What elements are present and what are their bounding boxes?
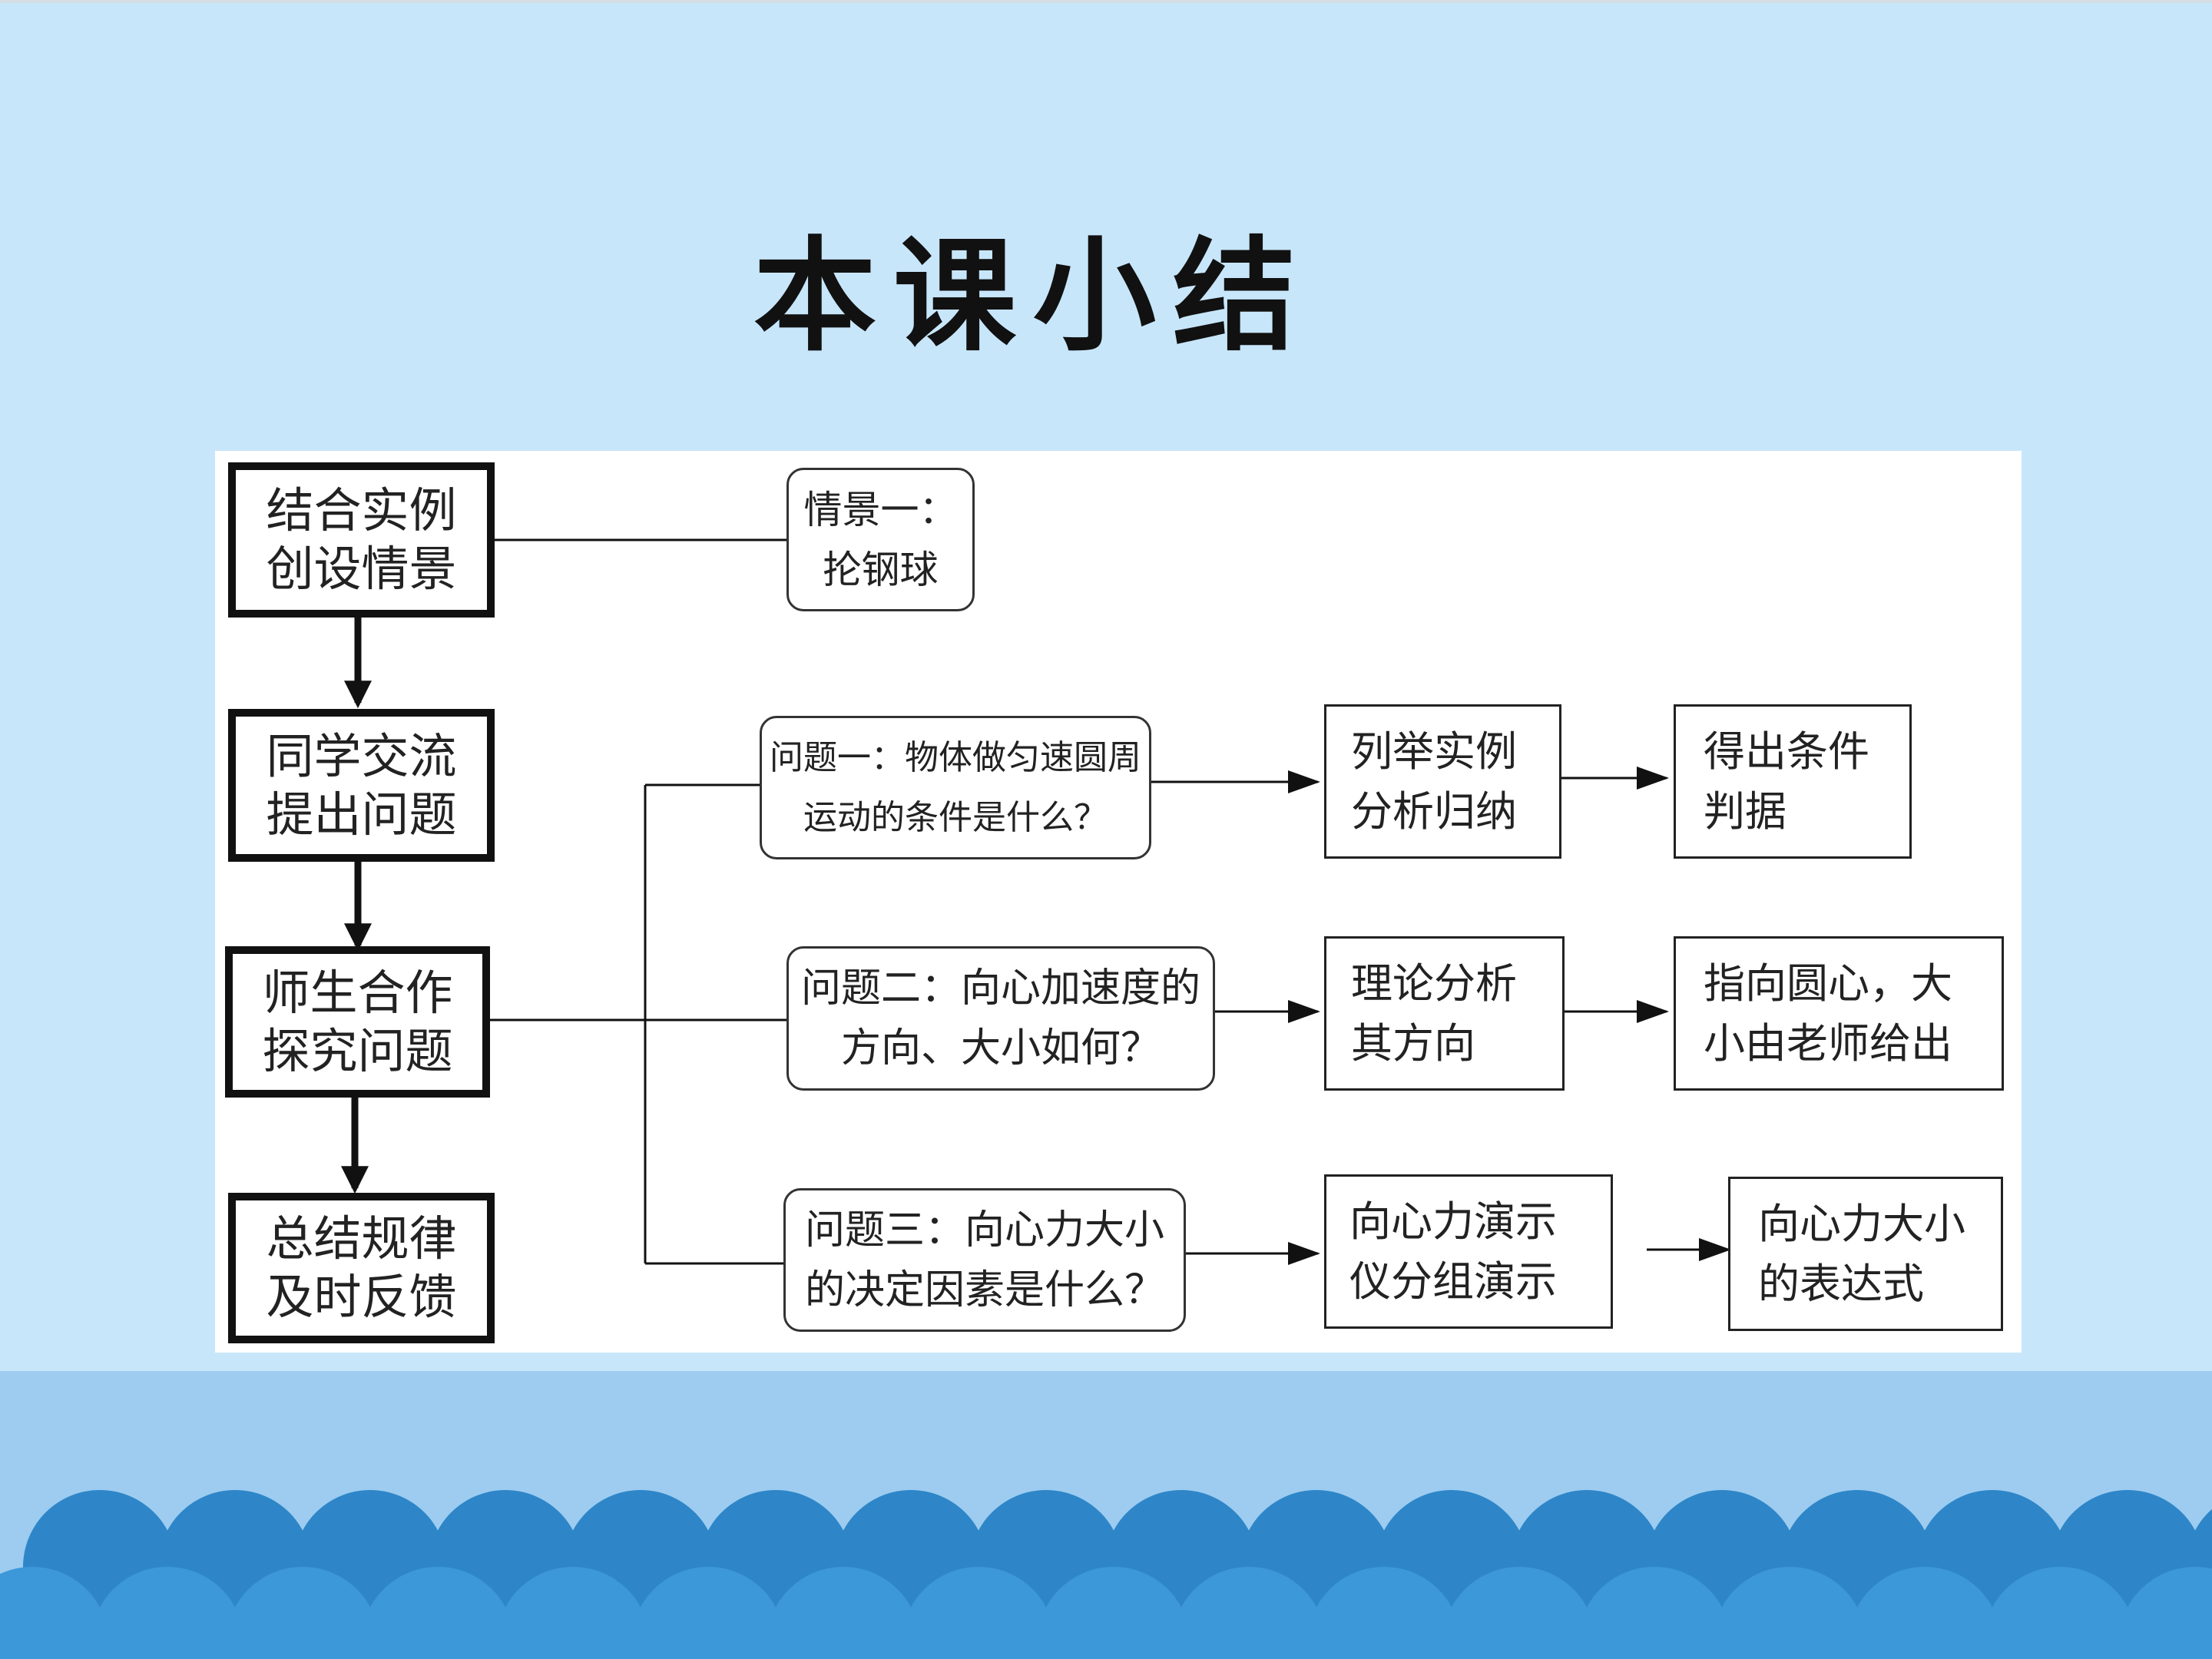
step-box-3: 师生合作 探究问题 <box>225 946 490 1098</box>
top-border <box>0 0 2212 3</box>
step-4-line1: 总结规律 <box>266 1210 457 1267</box>
step-box-4: 总结规律 及时反馈 <box>228 1193 495 1343</box>
question-box-1: 问题一：物体做匀速圆周 运动的条件是什么？ <box>760 716 1151 859</box>
step-3-line2: 探究问题 <box>262 1022 453 1079</box>
result-1-line1: 得出条件 <box>1704 727 1869 776</box>
step-box-2: 同学交流 提出问题 <box>228 709 495 862</box>
question-box-2: 问题二：向心加速度的 方向、大小如何？ <box>786 946 1215 1091</box>
method-box-2: 理论分析 其方向 <box>1324 936 1565 1091</box>
wave-decoration <box>0 1490 2212 1659</box>
method-box-3: 向心力演示 仪分组演示 <box>1324 1174 1613 1329</box>
method-2-line1: 理论分析 <box>1351 959 1517 1008</box>
step-box-1: 结合实例 创设情景 <box>228 462 495 618</box>
result-box-2: 指向圆心，大 小由老师给出 <box>1674 936 2004 1091</box>
result-box-1: 得出条件 判据 <box>1674 704 1912 859</box>
question-2-line2: 方向、大小如何？ <box>840 1025 1161 1071</box>
question-1-line2: 运动的条件是什么？ <box>803 797 1108 837</box>
step-2-line2: 提出问题 <box>266 786 457 843</box>
scene-box: 情景一： 抡钢球 <box>786 468 975 611</box>
method-1-line1: 列举实例 <box>1351 727 1517 776</box>
wave-base <box>0 1636 2212 1659</box>
method-box-1: 列举实例 分析归纳 <box>1324 704 1561 859</box>
method-3-line2: 仪分组演示 <box>1349 1257 1557 1306</box>
method-1-line2: 分析归纳 <box>1351 786 1517 836</box>
flowchart-panel: 结合实例 创设情景 同学交流 提出问题 师生合作 探究问题 总结规律 及时反馈 … <box>215 451 2022 1353</box>
slide-title: 本课小结 <box>753 224 1313 368</box>
method-3-line1: 向心力演示 <box>1349 1197 1557 1246</box>
question-3-line1: 问题三：向心力大小 <box>804 1207 1164 1253</box>
result-3-line2: 的表达式 <box>1758 1259 1924 1308</box>
result-2-line2: 小由老师给出 <box>1704 1018 1952 1068</box>
scene-line2: 抡钢球 <box>823 547 939 592</box>
step-1-line1: 结合实例 <box>266 482 457 538</box>
question-1-line1: 问题一：物体做匀速圆周 <box>770 737 1141 777</box>
method-2-line2: 其方向 <box>1351 1018 1475 1068</box>
result-box-3: 向心力大小 的表达式 <box>1728 1177 2003 1331</box>
step-1-line2: 创设情景 <box>266 541 457 597</box>
step-3-line1: 师生合作 <box>262 964 453 1021</box>
question-box-3: 问题三：向心力大小 的决定因素是什么？ <box>783 1188 1186 1332</box>
question-3-line2: 的决定因素是什么？ <box>804 1267 1164 1313</box>
step-4-line2: 及时反馈 <box>266 1269 457 1325</box>
scene-line1: 情景一： <box>803 487 958 532</box>
result-3-line1: 向心力大小 <box>1758 1199 1965 1248</box>
step-2-line1: 同学交流 <box>266 727 457 784</box>
result-1-line2: 判据 <box>1704 786 1786 836</box>
result-2-line1: 指向圆心，大 <box>1704 959 1952 1008</box>
connector-lines <box>341 538 1731 1265</box>
question-2-line1: 问题二：向心加速度的 <box>800 965 1200 1012</box>
